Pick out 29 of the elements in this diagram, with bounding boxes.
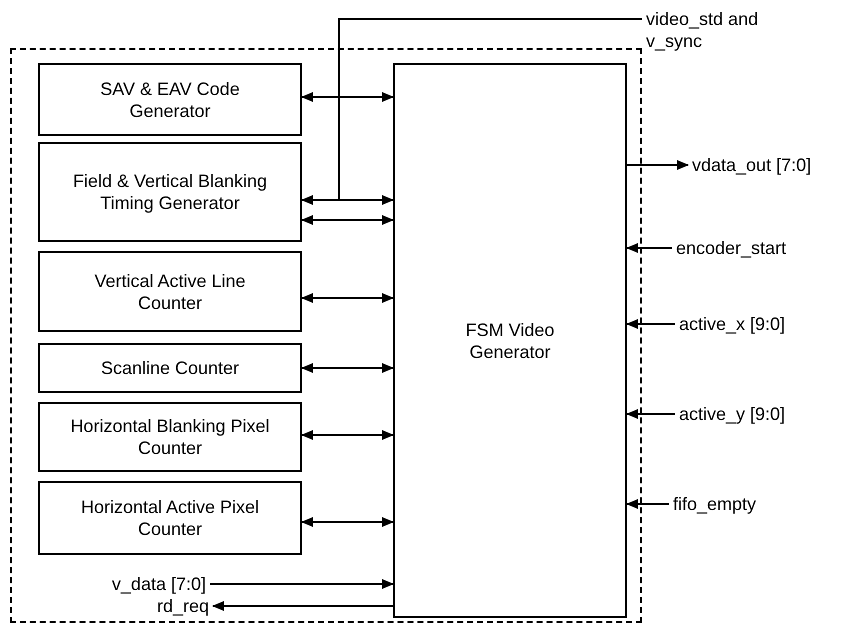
module-block: Horizontal Active Pixel Counter: [38, 481, 302, 555]
signal-label: vdata_out [7:0]: [692, 154, 842, 176]
signal-label: v_data [7:0]: [60, 573, 206, 595]
signal-label: video_std and v_sync: [646, 8, 776, 54]
signal-label: fifo_empty: [673, 493, 823, 515]
signal-label: active_x [9:0]: [679, 313, 829, 335]
arrow: [210, 579, 394, 589]
arrow: [212, 601, 393, 611]
arrow: [626, 243, 672, 253]
arrow: [626, 499, 669, 509]
signal-label: rd_req: [60, 595, 209, 617]
arrow: [626, 409, 675, 419]
arrow: [301, 430, 394, 440]
module-block: SAV & EAV Code Generator: [38, 63, 302, 136]
arrow: [301, 517, 394, 527]
module-block: Field & Vertical Blanking Timing Generator: [38, 142, 302, 242]
arrow: [627, 160, 689, 170]
arrow: [301, 215, 394, 225]
arrow: [301, 92, 394, 102]
signal-label: encoder_start: [676, 237, 841, 259]
module-block: Horizontal Blanking Pixel Counter: [38, 402, 302, 472]
module-block: Vertical Active Line Counter: [38, 251, 302, 332]
module-block: Scanline Counter: [38, 343, 302, 393]
arrow: [301, 363, 394, 373]
signal-label: active_y [9:0]: [679, 403, 829, 425]
fsm-block: FSM Video Generator: [393, 63, 627, 618]
arrow: [301, 293, 394, 303]
arrow: [626, 319, 675, 329]
dashed-boundary-box: [10, 48, 642, 623]
